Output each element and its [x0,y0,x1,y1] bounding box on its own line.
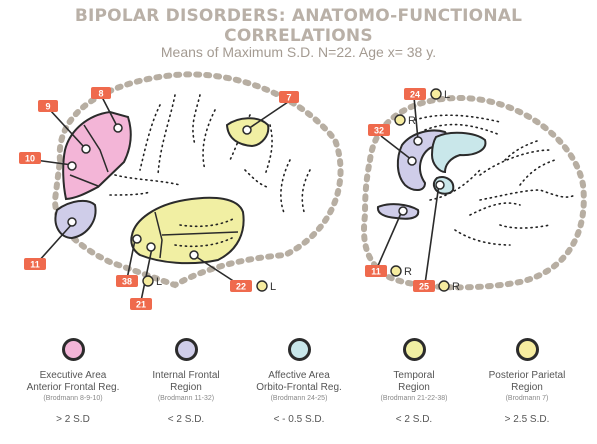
legend-name: Internal Frontal Region [127,370,245,394]
legend-name: Posterior Parietal Region [468,370,586,394]
legend-circle-posterior-parietal [516,338,539,361]
legend-brodmann: (Brodmann 8-9-10) [14,395,132,402]
area-11-medial-region [378,204,418,219]
svg-text:7: 7 [286,93,291,103]
area-marker-21: 21 [130,298,152,310]
svg-text:R: R [404,266,412,278]
legend-value: > 2 S.D [14,414,132,425]
area-24-region [432,133,485,172]
temporal-area-region [131,198,243,263]
svg-text:22: 22 [236,282,246,292]
legend-posterior-parietal: Posterior Parietal Region (Brodmann 7) >… [468,338,586,425]
svg-text:R: R [452,281,460,293]
legend-temporal-region: Temporal Region (Brodmann 21-22-38) < 2 … [355,338,473,425]
legend-circle-temporal [403,338,426,361]
svg-text:21: 21 [136,300,146,310]
legend-brodmann: (Brodmann 21-22-38) [355,395,473,402]
svg-text:L: L [270,281,276,293]
area-marker-22: 22 [230,280,252,292]
side-label-25: R [439,281,460,293]
legend-circle-executive [62,338,85,361]
legend-internal-frontal: Internal Frontal Region (Brodmann 11-32)… [127,338,245,425]
legend-value: > 2.5 S.D. [468,414,586,425]
legend-brodmann: (Brodmann 7) [468,395,586,402]
svg-text:11: 11 [371,267,381,277]
svg-text:24: 24 [410,90,420,100]
brain-diagram: 9 8 10 11 7 38 21 22 24 32 11 25 L L L R… [0,0,597,335]
area-marker-24: 24 [404,88,426,100]
svg-text:9: 9 [45,102,50,112]
legend-name: Executive Area Anterior Frontal Reg. [14,370,132,394]
legend-circle-internal-frontal [175,338,198,361]
legend-value: < 2 S.D. [127,414,245,425]
svg-text:8: 8 [98,89,103,99]
svg-text:R: R [408,115,416,127]
legend-brodmann: (Brodmann 24-25) [240,395,358,402]
area-marker-38: 38 [116,275,138,287]
legend-name: Temporal Region [355,370,473,394]
side-label-22: L [257,281,276,293]
area-marker-10: 10 [19,152,41,164]
legend-name: Affective Area Orbito-Frontal Reg. [240,370,358,394]
area-marker-32: 32 [368,124,390,136]
svg-text:L: L [444,89,450,101]
area-marker-25: 25 [413,280,435,292]
area-marker-7: 7 [279,91,299,103]
legend-value: < 2 S.D. [355,414,473,425]
legend-brodmann: (Brodmann 11-32) [127,395,245,402]
legend-circle-affective [288,338,311,361]
svg-text:25: 25 [419,282,429,292]
svg-text:32: 32 [374,126,384,136]
legend-affective-area: Affective Area Orbito-Frontal Reg. (Brod… [240,338,358,425]
side-label-11: R [391,266,412,278]
area-marker-9: 9 [38,100,58,112]
svg-text:11: 11 [30,260,40,270]
legend-value: < - 0.5 S.D. [240,414,358,425]
medial-brain-outline [364,98,584,287]
svg-text:10: 10 [25,154,35,164]
svg-text:L: L [156,276,162,288]
side-label-38: L [143,276,162,288]
area-marker-8: 8 [91,87,111,99]
svg-text:38: 38 [122,277,132,287]
area-marker-11-lateral: 11 [24,258,46,270]
side-label-32: R [395,115,416,127]
area-marker-11-medial: 11 [365,265,387,277]
legend-executive-area: Executive Area Anterior Frontal Reg. (Br… [14,338,132,425]
